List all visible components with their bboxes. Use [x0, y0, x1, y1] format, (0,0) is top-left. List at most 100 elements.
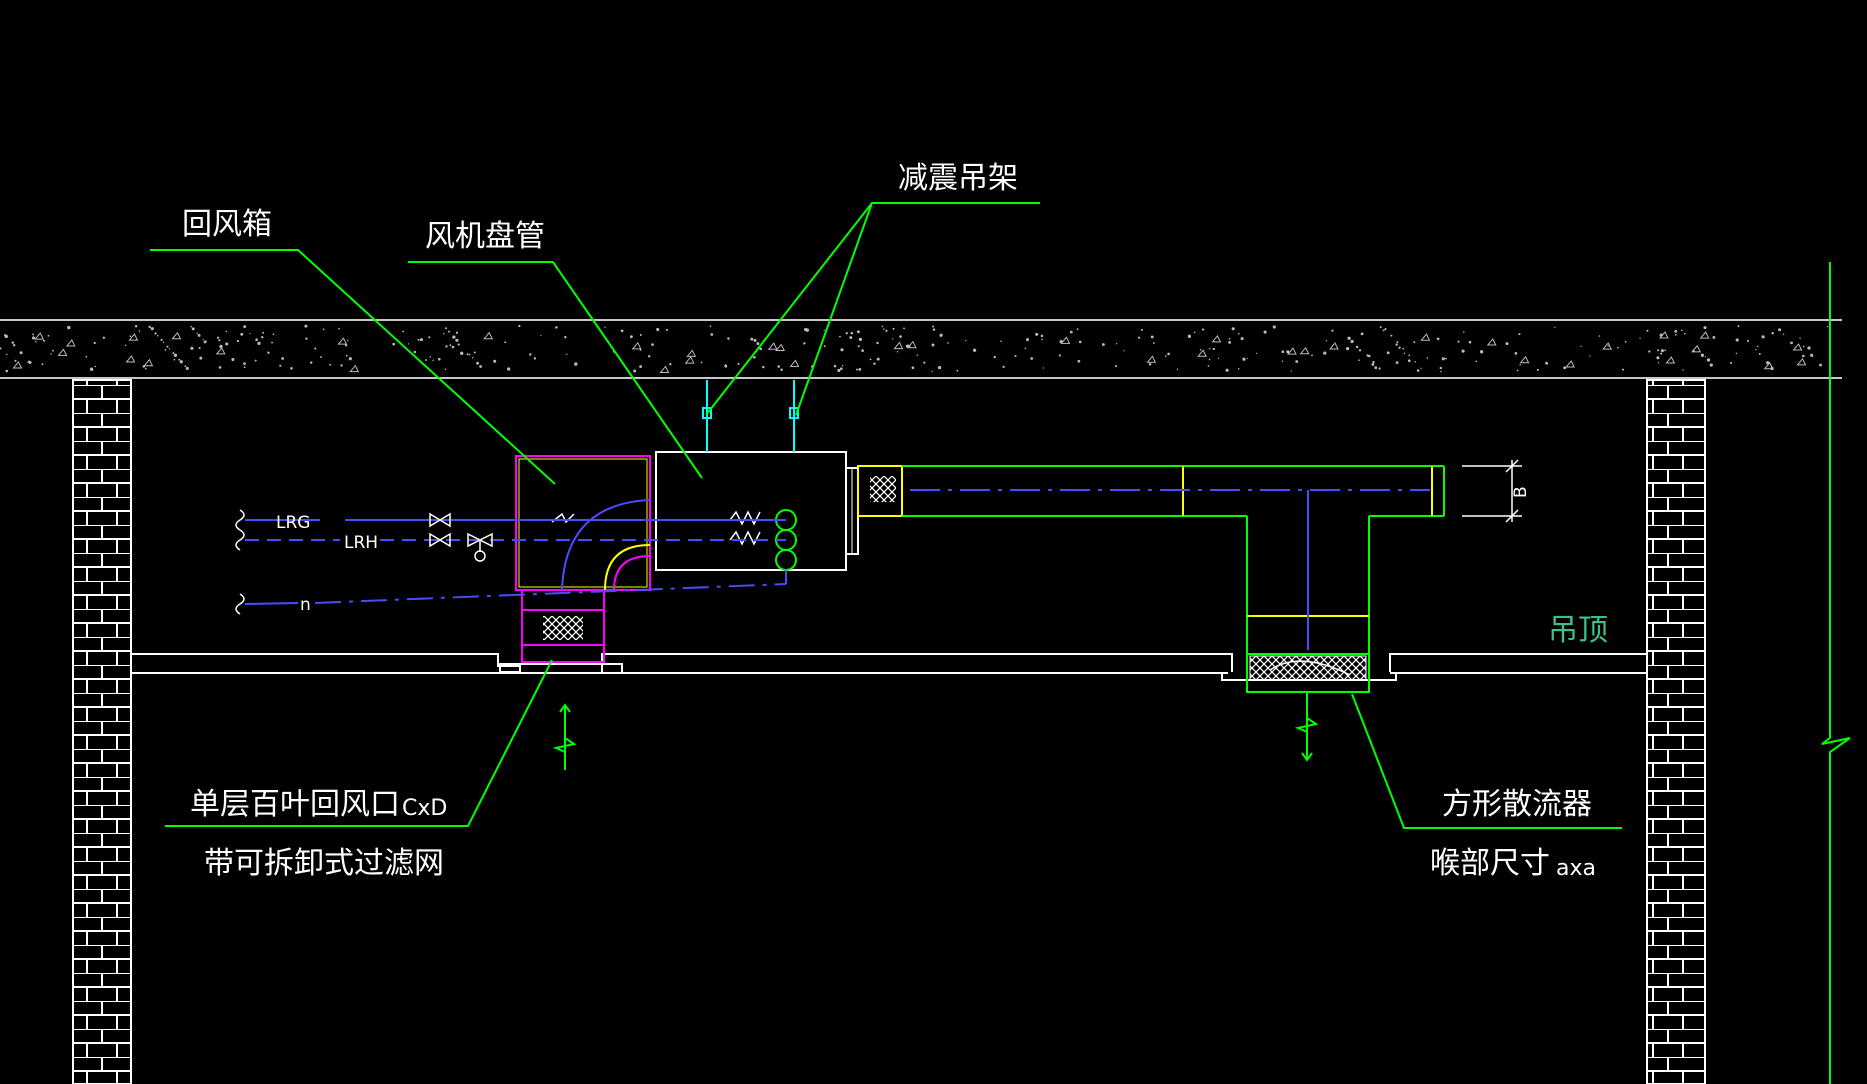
concrete-speckle	[1272, 325, 1276, 329]
concrete-speckle	[1347, 336, 1351, 340]
concrete-aggregate	[171, 331, 182, 340]
concrete-speckle	[1463, 331, 1465, 333]
concrete-speckle	[225, 342, 229, 346]
concrete-speckle	[750, 337, 754, 341]
concrete-speckle	[191, 327, 195, 331]
concrete-speckle	[1014, 354, 1017, 358]
concrete-speckle	[1281, 350, 1285, 354]
return-grille-label: 单层百叶回风口	[190, 787, 400, 822]
concrete-speckle	[1639, 337, 1641, 339]
concrete-speckle	[881, 325, 884, 328]
concrete-speckle	[1414, 361, 1416, 363]
concrete-speckle	[320, 356, 322, 358]
concrete-speckle	[202, 339, 204, 341]
concrete-speckle	[629, 335, 633, 339]
concrete-speckle	[665, 328, 669, 331]
concrete-aggregate	[684, 356, 695, 364]
concrete-speckle	[493, 359, 497, 363]
throat-size-label: 喉部尺寸	[1430, 846, 1550, 881]
concrete-speckle	[823, 345, 826, 348]
concrete-speckle	[1426, 357, 1429, 359]
throat-size-value: axa	[1556, 856, 1596, 881]
dimension-b	[1462, 459, 1522, 523]
concrete-speckle	[1208, 358, 1211, 361]
concrete-speckle	[1167, 352, 1170, 356]
concrete-speckle	[50, 353, 52, 355]
concrete-speckle	[1755, 349, 1757, 351]
concrete-speckle	[102, 336, 106, 339]
concrete-speckle	[1396, 341, 1399, 344]
concrete-speckle	[899, 335, 902, 338]
concrete-speckle	[777, 365, 780, 368]
concrete-speckle	[993, 355, 996, 359]
concrete-aggregate	[1328, 342, 1339, 350]
concrete-speckle	[1416, 369, 1420, 372]
concrete-speckle	[1193, 331, 1196, 334]
concrete-speckle	[41, 363, 44, 366]
concrete-speckle	[911, 366, 915, 370]
supply-air-arrow	[1294, 692, 1319, 762]
concrete-speckle	[1735, 338, 1739, 342]
concrete-speckle	[1407, 359, 1411, 363]
concrete-speckle	[190, 346, 194, 350]
concrete-speckle	[1761, 335, 1765, 339]
concrete-speckle	[1360, 332, 1364, 336]
concrete-speckle	[329, 363, 332, 366]
concrete-speckle	[1799, 337, 1801, 339]
concrete-speckle	[1802, 345, 1805, 348]
concrete-speckle	[1440, 370, 1442, 373]
concrete-speckle	[184, 365, 187, 368]
concrete-speckle	[1345, 346, 1350, 351]
concrete-speckle	[1589, 355, 1591, 357]
concrete-aggregate	[12, 361, 23, 369]
concrete-speckle	[1228, 340, 1232, 344]
pipe-lrh-label: LRH	[344, 533, 378, 553]
concrete-speckle	[710, 333, 714, 336]
concrete-speckle	[727, 337, 730, 340]
concrete-aggregate	[57, 348, 68, 356]
concrete-speckle	[1782, 333, 1785, 335]
concrete-speckle	[1187, 334, 1192, 338]
concrete-speckle	[272, 333, 275, 336]
concrete-speckle	[52, 349, 54, 352]
concrete-speckle	[148, 325, 151, 329]
concrete-speckle	[5, 369, 9, 373]
concrete-speckle	[124, 344, 127, 347]
concrete-speckle	[402, 330, 404, 333]
concrete-speckle	[518, 324, 521, 328]
pipe-lrg-label: LRG	[276, 513, 310, 533]
concrete-speckle	[1231, 327, 1235, 331]
concrete-speckle	[1228, 338, 1231, 340]
concrete-aggregate	[128, 333, 139, 341]
concrete-speckle	[1807, 346, 1811, 350]
concrete-speckle	[896, 351, 899, 353]
concrete-speckle	[179, 360, 183, 364]
concrete-speckle	[724, 364, 728, 368]
concrete-aggregate	[1658, 331, 1669, 339]
concrete-speckle	[869, 358, 872, 361]
concrete-speckle	[314, 347, 317, 350]
concrete-aggregate	[659, 365, 670, 373]
concrete-speckle	[428, 336, 431, 339]
concrete-speckle	[425, 359, 428, 361]
concrete-aggregate	[631, 341, 642, 350]
concrete-speckle	[1207, 365, 1210, 367]
concrete-aggregate	[125, 355, 136, 363]
concrete-aggregate	[1519, 355, 1530, 364]
concrete-speckle	[35, 340, 37, 343]
concrete-speckle	[841, 365, 844, 367]
concrete-speckle	[656, 327, 660, 332]
concrete-speckle	[178, 358, 181, 361]
concrete-speckle	[972, 348, 977, 352]
concrete-speckle	[1040, 334, 1044, 338]
concrete-speckle	[199, 356, 203, 360]
concrete-speckle	[1002, 365, 1005, 369]
concrete-speckle	[923, 361, 926, 364]
concrete-speckle	[0, 347, 2, 350]
concrete-speckle	[639, 349, 642, 351]
concrete-speckle	[1598, 335, 1601, 337]
concrete-speckle	[455, 338, 459, 342]
concrete-speckle	[1660, 352, 1663, 355]
return-grille-hatch	[543, 616, 583, 640]
concrete-speckle	[473, 351, 476, 354]
